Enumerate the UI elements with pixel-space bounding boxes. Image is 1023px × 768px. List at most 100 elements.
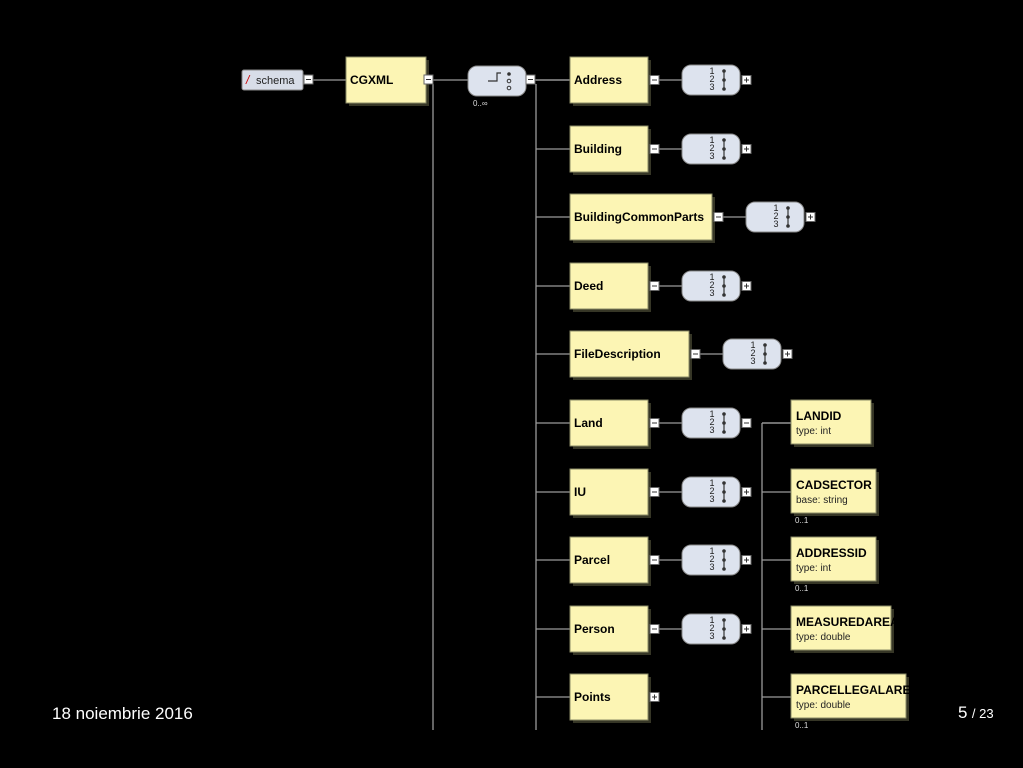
sequence-icon: [722, 69, 726, 91]
element-deed-sequence-toggle-button[interactable]: [741, 281, 752, 291]
cgxml-node[interactable]: CGXML: [345, 56, 429, 106]
element-buildingcommonparts[interactable]: BuildingCommonParts: [569, 193, 715, 243]
element-parcel-sequence-toggle-button[interactable]: [741, 555, 752, 565]
element-deed-sequence[interactable]: 123: [681, 270, 741, 302]
element-label: PARCELLEGALAREA: [796, 683, 919, 697]
element-person-toggle-button[interactable]: [649, 624, 660, 634]
element-points-toggle-button[interactable]: [649, 692, 660, 702]
sequence-digit: 3: [773, 219, 778, 229]
schema-box: [241, 69, 304, 91]
total-pages: / 23: [971, 706, 994, 721]
element-address-toggle-button[interactable]: [649, 75, 660, 85]
sequence-digit: 1: [709, 478, 714, 488]
element-building[interactable]: Building: [569, 125, 651, 175]
element-deed-toggle-button[interactable]: [649, 281, 660, 291]
land-element-landid[interactable]: LANDID type: int: [790, 399, 874, 447]
sequence-digit: 1: [750, 340, 755, 350]
connector-lines: [313, 79, 791, 730]
sequence-digit: 3: [709, 425, 714, 435]
element-person[interactable]: Person: [569, 605, 651, 655]
element-parcel-toggle-button[interactable]: [649, 555, 660, 565]
sequence-digit: 2: [709, 143, 714, 153]
element-filedescription-sequence[interactable]: 123: [722, 338, 782, 370]
element-type: type: double: [796, 632, 851, 643]
element-building-toggle-button[interactable]: [649, 144, 660, 154]
sequence-icon: [722, 481, 726, 503]
sequence-digit: 2: [773, 211, 778, 221]
element-person-sequence[interactable]: 123: [681, 613, 741, 645]
element-building-sequence-toggle-button[interactable]: [741, 144, 752, 154]
element-label: Parcel: [574, 553, 610, 567]
footer-page-number: 5 / 23: [958, 703, 994, 723]
element-box: [569, 262, 649, 310]
sequence-digit: 1: [709, 615, 714, 625]
element-label: IU: [574, 485, 586, 499]
choice-switch-icon: [488, 72, 501, 82]
choice-occurrence: 0..∞: [473, 99, 488, 108]
sequence-digit: 1: [709, 272, 714, 282]
element-land-toggle-button[interactable]: [649, 418, 660, 428]
element-box: [569, 399, 649, 447]
sequence-icon: [722, 618, 726, 640]
element-label: LANDID: [796, 409, 842, 423]
element-address[interactable]: Address: [569, 56, 651, 106]
element-address-sequence[interactable]: 123: [681, 64, 741, 96]
element-buildingcommonparts-sequence[interactable]: 123: [745, 201, 805, 233]
element-deed[interactable]: Deed: [569, 262, 651, 312]
element-land-sequence-toggle-button[interactable]: [741, 418, 752, 428]
sequence-digit: 1: [709, 546, 714, 556]
element-box: [569, 468, 649, 516]
sequence-digit: 2: [750, 348, 755, 358]
element-box: [790, 673, 907, 719]
choice-compositor[interactable]: 0..∞: [467, 65, 527, 108]
sequence-digit: 2: [709, 623, 714, 633]
sequence-icon: [722, 549, 726, 571]
element-iu-sequence[interactable]: 123: [681, 476, 741, 508]
element-building-sequence[interactable]: 123: [681, 133, 741, 165]
schema-node[interactable]: / schema: [241, 69, 304, 91]
sequence-digit: 3: [709, 562, 714, 572]
element-iu-toggle-button[interactable]: [649, 487, 660, 497]
element-parcel[interactable]: Parcel: [569, 536, 651, 586]
cgxml-collapse-button[interactable]: [423, 74, 434, 85]
element-land[interactable]: Land: [569, 399, 651, 449]
cgxml-box: [345, 56, 427, 104]
current-page: 5: [958, 703, 968, 722]
cgxml-label: CGXML: [350, 73, 393, 87]
element-box: [569, 193, 713, 241]
element-type: type: int: [796, 426, 831, 437]
element-label: Address: [574, 73, 622, 87]
sequence-digit: 3: [709, 631, 714, 641]
element-address-sequence-toggle-button[interactable]: [741, 75, 752, 85]
element-land-sequence[interactable]: 123: [681, 407, 741, 439]
element-box: [790, 536, 877, 582]
element-occurrence: 0..1: [795, 584, 809, 593]
element-buildingcommonparts-toggle-button[interactable]: [713, 212, 724, 222]
sequence-digit: 1: [709, 409, 714, 419]
element-filedescription[interactable]: FileDescription: [569, 330, 692, 380]
element-iu[interactable]: IU: [569, 468, 651, 518]
element-buildingcommonparts-sequence-toggle-button[interactable]: [805, 212, 816, 222]
element-label: BuildingCommonParts: [574, 210, 704, 224]
element-parcel-sequence[interactable]: 123: [681, 544, 741, 576]
element-label: Deed: [574, 279, 603, 293]
sequence-icon: [722, 412, 726, 434]
element-iu-sequence-toggle-button[interactable]: [741, 487, 752, 497]
child-elements: Address123Building123BuildingCommonParts…: [569, 56, 816, 723]
schema-collapse-button[interactable]: [303, 74, 314, 85]
sequence-digit: 2: [709, 554, 714, 564]
element-filedescription-toggle-button[interactable]: [690, 349, 701, 359]
sequence-digit: 3: [709, 288, 714, 298]
element-person-sequence-toggle-button[interactable]: [741, 624, 752, 634]
choice-collapse-button[interactable]: [525, 74, 536, 85]
element-points[interactable]: Points: [569, 673, 651, 723]
sequence-digit: 1: [773, 203, 778, 213]
element-filedescription-sequence-toggle-button[interactable]: [782, 349, 793, 359]
element-label: Person: [574, 622, 615, 636]
